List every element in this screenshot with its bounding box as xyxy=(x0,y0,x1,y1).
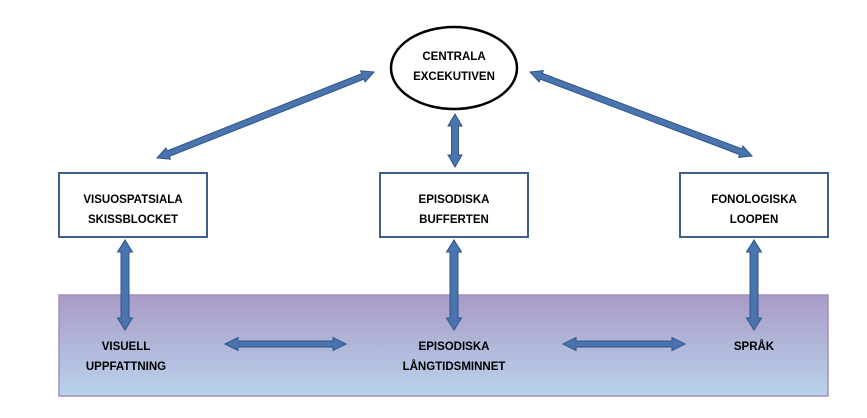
central-executive-label-line2: EXCEKUTIVEN xyxy=(413,71,495,83)
arrow-episodic-ltm-to-language xyxy=(561,336,687,352)
arrows-layer xyxy=(116,70,763,352)
visuospatial-label-line2: SKISSBLOCKET xyxy=(88,214,178,226)
visuospatial-sketchpad-box xyxy=(58,172,208,238)
arrow-central-to-episodic-buffer xyxy=(447,113,463,168)
phonological-loop-label-line2: LOOPEN xyxy=(730,214,779,226)
central-executive-label-line1: CENTRALA xyxy=(422,51,485,63)
arrow-central-to-visuospatial xyxy=(155,70,376,160)
arrow-central-to-phonological xyxy=(528,70,754,158)
arrow-episodic-buffer-to-episodic-ltm xyxy=(445,239,463,331)
arrow-phonological-to-language xyxy=(745,239,763,331)
visual-perception-label-line1: VISUELL xyxy=(102,341,151,353)
visual-perception-label-line2: UPPFATTNING xyxy=(86,361,166,373)
episodic-ltm-label-line2: LÅNGTIDSMINNET xyxy=(403,360,506,373)
episodic-buffer-box xyxy=(379,172,529,238)
arrow-visual-to-episodic-ltm xyxy=(223,336,348,352)
arrow-visuospatial-to-visual xyxy=(116,239,134,331)
episodic-ltm-label-line1: EPISODISKA xyxy=(419,341,490,353)
episodic-buffer-label-line2: BUFFERTEN xyxy=(419,214,489,226)
central-executive-ellipse xyxy=(389,25,519,111)
visuospatial-label-line1: VISUOSPATSIALA xyxy=(83,194,182,206)
language-label: SPRÅK xyxy=(734,340,775,353)
episodic-buffer-label-line1: EPISODISKA xyxy=(419,194,490,206)
phonological-loop-box xyxy=(679,172,829,238)
long-term-memory-band xyxy=(58,294,829,397)
phonological-loop-label-line1: FONOLOGISKA xyxy=(711,194,797,206)
